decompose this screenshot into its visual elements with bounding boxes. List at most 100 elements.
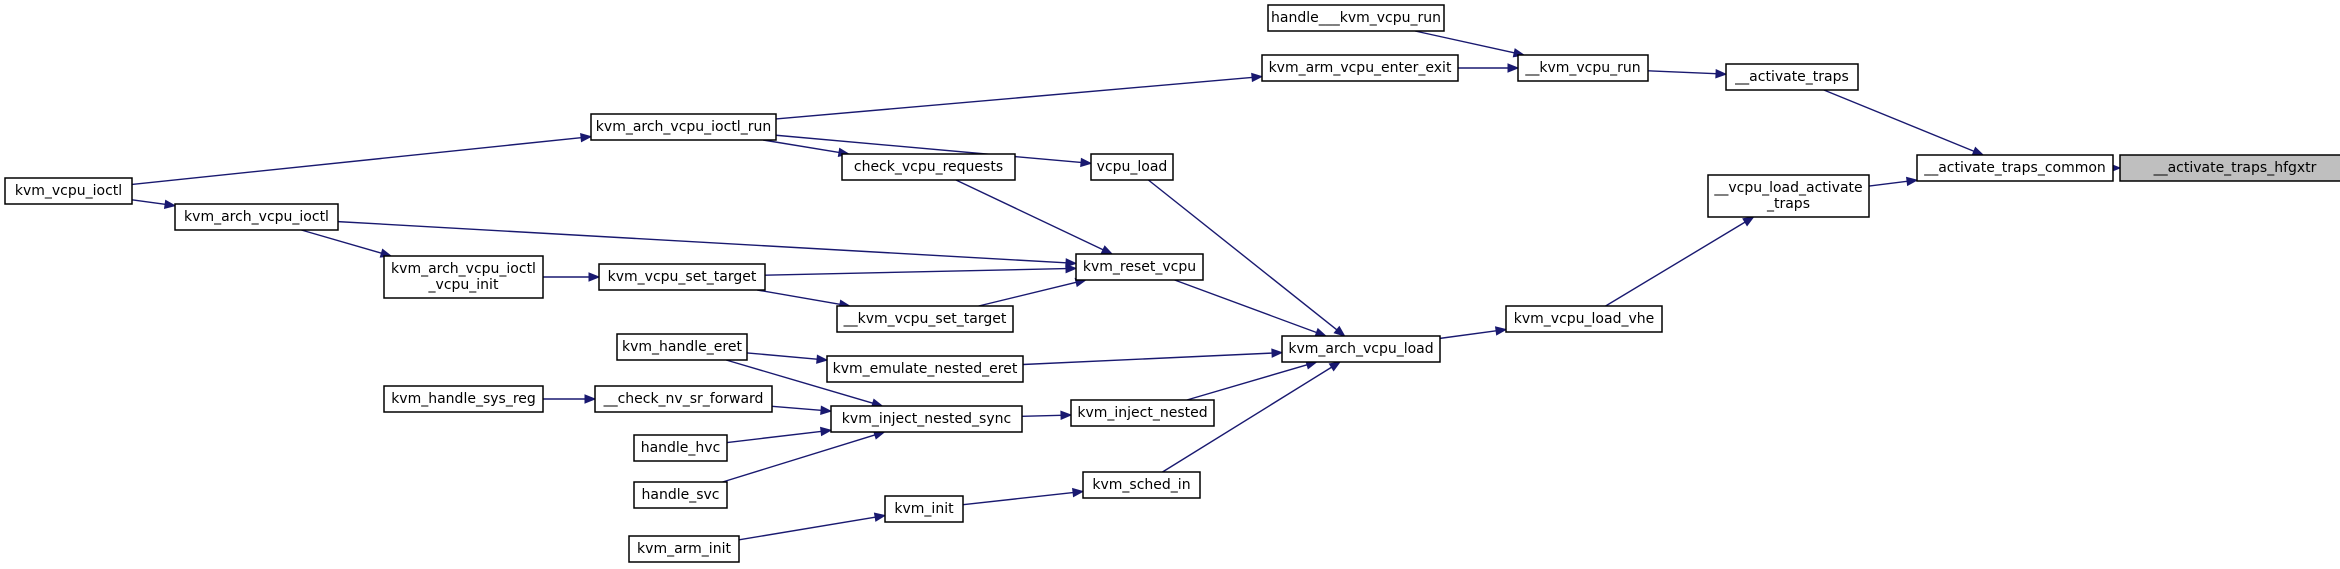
edge-line xyxy=(131,199,166,206)
call-edges xyxy=(131,30,2122,541)
function-node-vcpu-load-activate[interactable]: __vcpu_load_activate_traps xyxy=(1707,174,1870,218)
function-node-kvm-arch-vcpu-ioctl-vcpu-init[interactable]: kvm_arch_vcpu_ioctl_vcpu_init xyxy=(383,255,544,299)
arrowhead-icon xyxy=(1715,68,1728,79)
function-node-kvm-vcpu-set-target[interactable]: __kvm_vcpu_set_target xyxy=(836,305,1014,333)
call-edge xyxy=(775,134,1093,168)
node-box xyxy=(1517,54,1649,82)
node-label: kvm_arm_init xyxy=(637,541,731,557)
call-edge xyxy=(955,179,1114,255)
function-node-activate-traps[interactable]: __activate_traps xyxy=(1725,63,1859,91)
function-node-kvm-vcpu-load-vhe[interactable]: kvm_vcpu_load_vhe xyxy=(1505,305,1663,333)
function-node-hfgxtr[interactable]: __activate_traps_hfgxtr xyxy=(2119,154,2340,182)
node-label: _traps xyxy=(1766,196,1810,212)
edge-line xyxy=(746,352,818,360)
function-node-kvm-reset-vcpu[interactable]: kvm_reset_vcpu xyxy=(1075,253,1204,281)
call-edge xyxy=(978,277,1088,307)
node-box xyxy=(1082,471,1201,499)
function-node-kvm-inject-nested-sync[interactable]: kvm_inject_nested_sync xyxy=(830,405,1023,433)
edge-line xyxy=(1414,30,1515,54)
node-box xyxy=(1505,305,1663,333)
function-node-kvm-vcpu-ioctl[interactable]: kvm_vcpu_ioctl xyxy=(4,177,133,205)
call-edge xyxy=(763,139,851,157)
edge-line xyxy=(738,516,876,541)
node-box xyxy=(1707,174,1870,218)
call-edge xyxy=(746,352,829,364)
node-box xyxy=(1070,399,1215,427)
arrowhead-icon xyxy=(1905,176,1919,187)
edge-line xyxy=(775,134,1082,164)
call-edge xyxy=(726,426,833,444)
function-nodes: __activate_traps_hfgxtr__activate_traps_… xyxy=(4,4,2340,563)
arrowhead-icon xyxy=(1072,487,1085,498)
node-box xyxy=(1916,154,2114,182)
edge-line xyxy=(722,434,876,483)
node-label: kvm_arch_vcpu_ioctl xyxy=(391,261,536,277)
function-node-vcpu-load[interactable]: vcpu_load xyxy=(1090,153,1174,181)
edge-line xyxy=(1162,366,1332,473)
arrowhead-icon xyxy=(1080,157,1093,168)
call-edge xyxy=(962,487,1085,506)
edge-line xyxy=(1439,330,1497,340)
function-node-kvm-handle-sys-reg[interactable]: kvm_handle_sys_reg xyxy=(383,385,544,413)
node-box xyxy=(598,263,766,291)
function-node-check-vcpu-requests[interactable]: check_vcpu_requests xyxy=(841,153,1016,181)
node-box xyxy=(628,535,740,563)
node-box xyxy=(2119,154,2340,182)
arrowhead-icon xyxy=(816,354,829,364)
arrowhead-icon xyxy=(873,512,887,522)
call-edge xyxy=(1439,326,1508,340)
node-label: kvm_arch_vcpu_load xyxy=(1288,341,1433,357)
function-node-kvm-arm-init[interactable]: kvm_arm_init xyxy=(628,535,740,563)
arrowhead-icon xyxy=(1742,216,1755,227)
function-node-kvm-arm-vcpu-enter-exit[interactable]: kvm_arm_vcpu_enter_exit xyxy=(1261,54,1459,82)
function-node-kvm-vcpu-set-target[interactable]: kvm_vcpu_set_target xyxy=(598,263,766,291)
function-node-kvm-arch-vcpu-ioctl-run[interactable]: kvm_arch_vcpu_ioctl_run xyxy=(590,113,777,141)
edge-line xyxy=(1868,180,1908,187)
node-box xyxy=(1281,335,1441,363)
call-edge xyxy=(1174,279,1328,337)
call-edge xyxy=(1458,63,1520,73)
function-node-kvm-vcpu-run-inner[interactable]: __kvm_vcpu_run xyxy=(1517,54,1649,82)
node-label: __check_nv_sr_forward xyxy=(603,391,764,407)
edge-line xyxy=(978,281,1077,307)
node-label: kvm_vcpu_load_vhe xyxy=(1514,311,1654,327)
node-box xyxy=(1075,253,1204,281)
edge-line xyxy=(757,289,841,305)
arrowhead-icon xyxy=(1065,263,1078,274)
node-label: _vcpu_init xyxy=(428,277,499,293)
call-edge xyxy=(131,199,177,209)
function-node-kvm-inject-nested[interactable]: kvm_inject_nested xyxy=(1070,399,1215,427)
edge-line xyxy=(962,491,1074,506)
call-edge xyxy=(1021,410,1073,421)
function-node-handle-svc[interactable]: handle_svc xyxy=(633,481,728,509)
node-box xyxy=(830,405,1023,433)
function-node-kvm-emulate-nested-eret[interactable]: kvm_emulate_nested_eret xyxy=(826,355,1024,383)
edge-line xyxy=(1147,179,1338,331)
function-node-kvm-arch-vcpu-ioctl[interactable]: kvm_arch_vcpu_ioctl xyxy=(174,203,339,231)
node-label: kvm_inject_nested_sync xyxy=(842,411,1011,427)
arrowhead-icon xyxy=(1100,245,1114,255)
node-box xyxy=(594,385,773,413)
arrowhead-icon xyxy=(1251,72,1264,83)
node-box xyxy=(1090,153,1174,181)
edge-line xyxy=(763,139,840,154)
function-node-kvm-handle-eret[interactable]: kvm_handle_eret xyxy=(616,333,748,361)
edge-line xyxy=(775,76,1253,120)
function-node-kvm-arch-vcpu-load[interactable]: kvm_arch_vcpu_load xyxy=(1281,335,1441,363)
call-edge xyxy=(1186,360,1318,401)
node-label: kvm_vcpu_set_target xyxy=(608,269,757,285)
node-box xyxy=(1267,4,1445,32)
arrowhead-icon xyxy=(580,132,593,143)
node-label: kvm_handle_sys_reg xyxy=(391,391,536,407)
function-node-handle-kvm-vcpu-run[interactable]: handle___kvm_vcpu_run xyxy=(1267,4,1445,32)
node-label: kvm_arch_vcpu_ioctl xyxy=(184,209,329,225)
node-label: kvm_arm_vcpu_enter_exit xyxy=(1269,60,1452,76)
call-edge xyxy=(1162,361,1342,473)
function-node-kvm-init[interactable]: kvm_init xyxy=(884,495,964,523)
node-label: kvm_init xyxy=(894,501,954,517)
function-node-check-nv-sr-forward[interactable]: __check_nv_sr_forward xyxy=(594,385,773,413)
arrowhead-icon xyxy=(1971,146,1985,156)
function-node-kvm-sched-in[interactable]: kvm_sched_in xyxy=(1082,471,1201,499)
function-node-handle-hvc[interactable]: handle_hvc xyxy=(633,434,728,462)
function-node-common[interactable]: __activate_traps_common xyxy=(1916,154,2114,182)
